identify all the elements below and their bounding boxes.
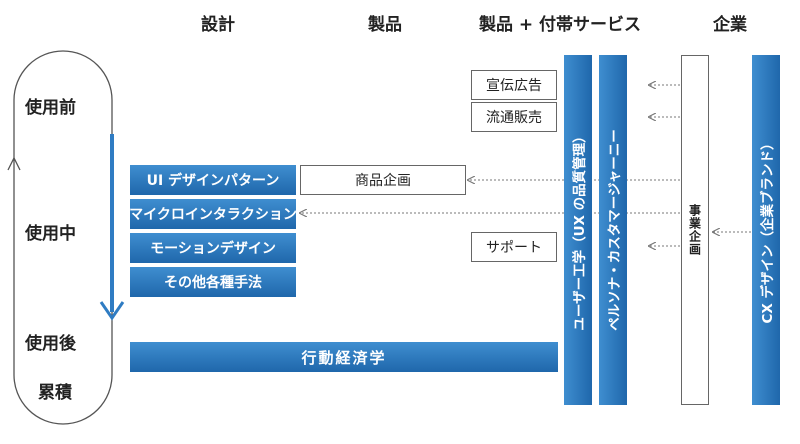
business-planning-label: 事業企画 xyxy=(687,204,702,256)
header-company: 企業 xyxy=(713,15,747,35)
lifecycle-loop xyxy=(13,50,113,425)
design-item-motion-design: モーションデザイン xyxy=(130,233,296,263)
design-item-ui-pattern: UI デザインパターン xyxy=(130,165,296,195)
design-item-microinteraction: マイクロインタラクション xyxy=(129,199,297,229)
header-product-service: 製品 + 付帯サービス xyxy=(478,15,642,35)
ux-engineering-label: ユーザー工学（UX の品質管理） xyxy=(572,129,588,331)
behavioral-economics-bar: 行動経済学 xyxy=(130,342,558,372)
service-distribution-box: 流通販売 xyxy=(471,102,557,132)
cx-design-bar: CX デザイン（企業ブランド） xyxy=(752,55,780,405)
design-item-other-methods: その他各種手法 xyxy=(130,267,296,297)
product-planning-box: 商品企画 xyxy=(300,165,466,195)
service-advertising-box: 宣伝広告 xyxy=(471,70,557,100)
header-product: 製品 xyxy=(368,15,402,35)
loop-up-arrow xyxy=(7,156,21,171)
header-design: 設計 xyxy=(201,15,235,35)
service-support-box: サポート xyxy=(471,232,557,262)
stage-in-use: 使用中 xyxy=(25,224,76,244)
cx-design-label: CX デザイン（企業ブランド） xyxy=(760,136,776,324)
stage-before-use: 使用前 xyxy=(25,98,76,118)
ux-engineering-bar: ユーザー工学（UX の品質管理） xyxy=(564,55,592,405)
stage-after-use: 使用後 xyxy=(25,334,76,354)
business-planning-box: 事業企画 xyxy=(681,55,709,405)
persona-journey-label: ペルソナ・カスタマージャーニー xyxy=(607,129,623,331)
persona-journey-bar: ペルソナ・カスタマージャーニー xyxy=(599,55,627,405)
stage-accumulation: 累積 xyxy=(38,383,72,403)
usage-flow-arrowhead xyxy=(99,301,125,321)
